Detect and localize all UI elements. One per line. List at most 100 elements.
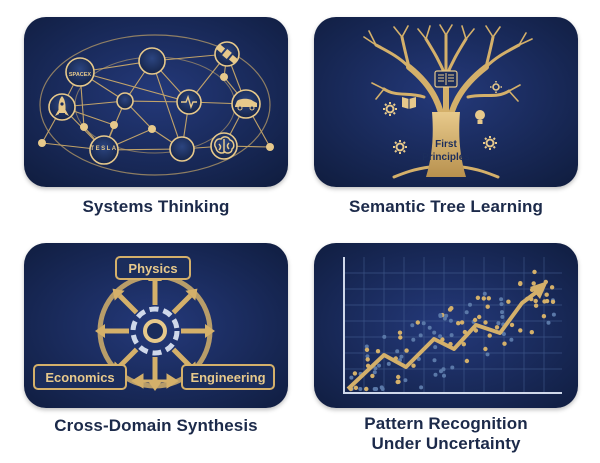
scatter-point — [364, 347, 370, 352]
scatter-point — [482, 291, 487, 296]
trunk-label-line1: First — [435, 139, 457, 150]
scatter-point — [533, 303, 539, 308]
network-diagram: SPACEX TESLA — [24, 17, 288, 187]
scatter-point — [433, 372, 438, 377]
scatter-point — [439, 369, 443, 374]
scatter-point — [502, 341, 507, 346]
scatter-point — [349, 375, 354, 380]
cross-domain-tile: Physics Economics Engineering — [24, 243, 288, 408]
scatter-point — [370, 373, 375, 379]
scatter-point — [464, 358, 470, 364]
systems-thinking-caption: Systems Thinking — [82, 197, 230, 216]
scatter-point — [352, 371, 358, 376]
scatter-point — [499, 297, 504, 302]
scatter-trend-diagram — [314, 243, 578, 408]
network-node — [110, 121, 118, 129]
scatter-point — [395, 349, 400, 354]
gear-icon — [483, 136, 497, 150]
scatter-point — [411, 337, 416, 342]
synthesis-arrow — [171, 293, 193, 315]
synthesis-arrowhead — [95, 324, 105, 338]
network-node — [266, 143, 274, 151]
scatter-point — [533, 298, 538, 304]
scatter-point — [386, 361, 391, 366]
scatter-point — [432, 358, 437, 363]
bidirectional-arrow-bottom — [131, 373, 179, 389]
axis-lines — [343, 257, 562, 394]
scatter-point — [396, 374, 401, 380]
scatter-point — [456, 321, 461, 326]
gear-icon — [490, 81, 502, 93]
brain-icon — [214, 136, 235, 154]
scatter-point — [481, 296, 486, 301]
scatter-point — [546, 320, 551, 325]
satellite-icon — [215, 43, 239, 65]
scatter-point — [473, 328, 479, 333]
scatter-point — [483, 346, 488, 352]
scatter-point — [496, 321, 501, 326]
scatter-point — [518, 328, 523, 333]
scatter-point — [449, 333, 454, 338]
scatter-point — [395, 379, 400, 385]
scatter-point — [399, 354, 404, 359]
network-node — [138, 47, 166, 75]
trend-arrowhead — [530, 281, 548, 299]
tree-trunk — [426, 112, 466, 177]
pulse-icon — [181, 94, 197, 110]
scatter-point — [442, 373, 446, 378]
pattern-recognition-tile — [314, 243, 578, 408]
scatter-point — [506, 299, 511, 304]
lightbulb-icon — [475, 110, 485, 124]
spacex-node-text: SPACEX — [69, 72, 92, 78]
rocket-icon — [55, 96, 69, 116]
scatter-point — [448, 318, 453, 323]
scatter-point — [518, 281, 523, 287]
scatter-point — [364, 344, 369, 349]
scatter-point — [529, 330, 534, 335]
scatter-point — [447, 307, 453, 312]
scatter-point — [531, 281, 536, 286]
network-ring — [39, 34, 271, 176]
network-node — [220, 73, 228, 81]
scatter-point — [551, 312, 556, 317]
network-node — [169, 136, 195, 162]
scatter-point — [365, 357, 370, 362]
scatter-point — [377, 363, 381, 368]
scatter-point — [501, 332, 506, 336]
gear-icon — [393, 140, 407, 154]
scatter-point — [477, 314, 482, 320]
scatter-point — [410, 323, 415, 328]
economics-label: Economics — [33, 364, 127, 390]
pattern-caption-line2: Under Uncertainty — [371, 434, 521, 453]
svg-text:Engineering: Engineering — [190, 370, 265, 385]
scatter-point — [374, 387, 379, 391]
scatter-point — [427, 325, 432, 330]
scatter-point — [353, 385, 359, 390]
network-node — [89, 135, 119, 165]
scatter-point — [499, 302, 504, 307]
scatter-point — [382, 334, 387, 339]
scatter-point — [549, 285, 555, 290]
trend-line — [346, 289, 540, 391]
scatter-point — [450, 365, 455, 370]
scatter-point — [509, 337, 514, 342]
scatter-point — [550, 299, 556, 304]
scatter-point — [418, 333, 423, 338]
scatter-point — [483, 320, 488, 325]
synthesis-arrowhead — [148, 381, 162, 391]
tesla-node-text: TESLA — [90, 146, 117, 152]
scatter-point — [472, 317, 478, 323]
scatter-point — [397, 330, 403, 335]
network-node — [116, 92, 134, 110]
network-edge — [151, 60, 183, 150]
scatter-point — [419, 385, 424, 390]
scatter-point — [438, 313, 443, 318]
semantic-tree-tile: First Principles — [314, 17, 578, 187]
gear-icon — [383, 102, 397, 116]
scatter-point — [403, 378, 408, 383]
network-node — [80, 123, 88, 131]
scatter-point — [433, 345, 438, 350]
scatter-point — [475, 295, 481, 300]
scatter-point — [485, 352, 490, 357]
scatter-point — [365, 354, 370, 359]
